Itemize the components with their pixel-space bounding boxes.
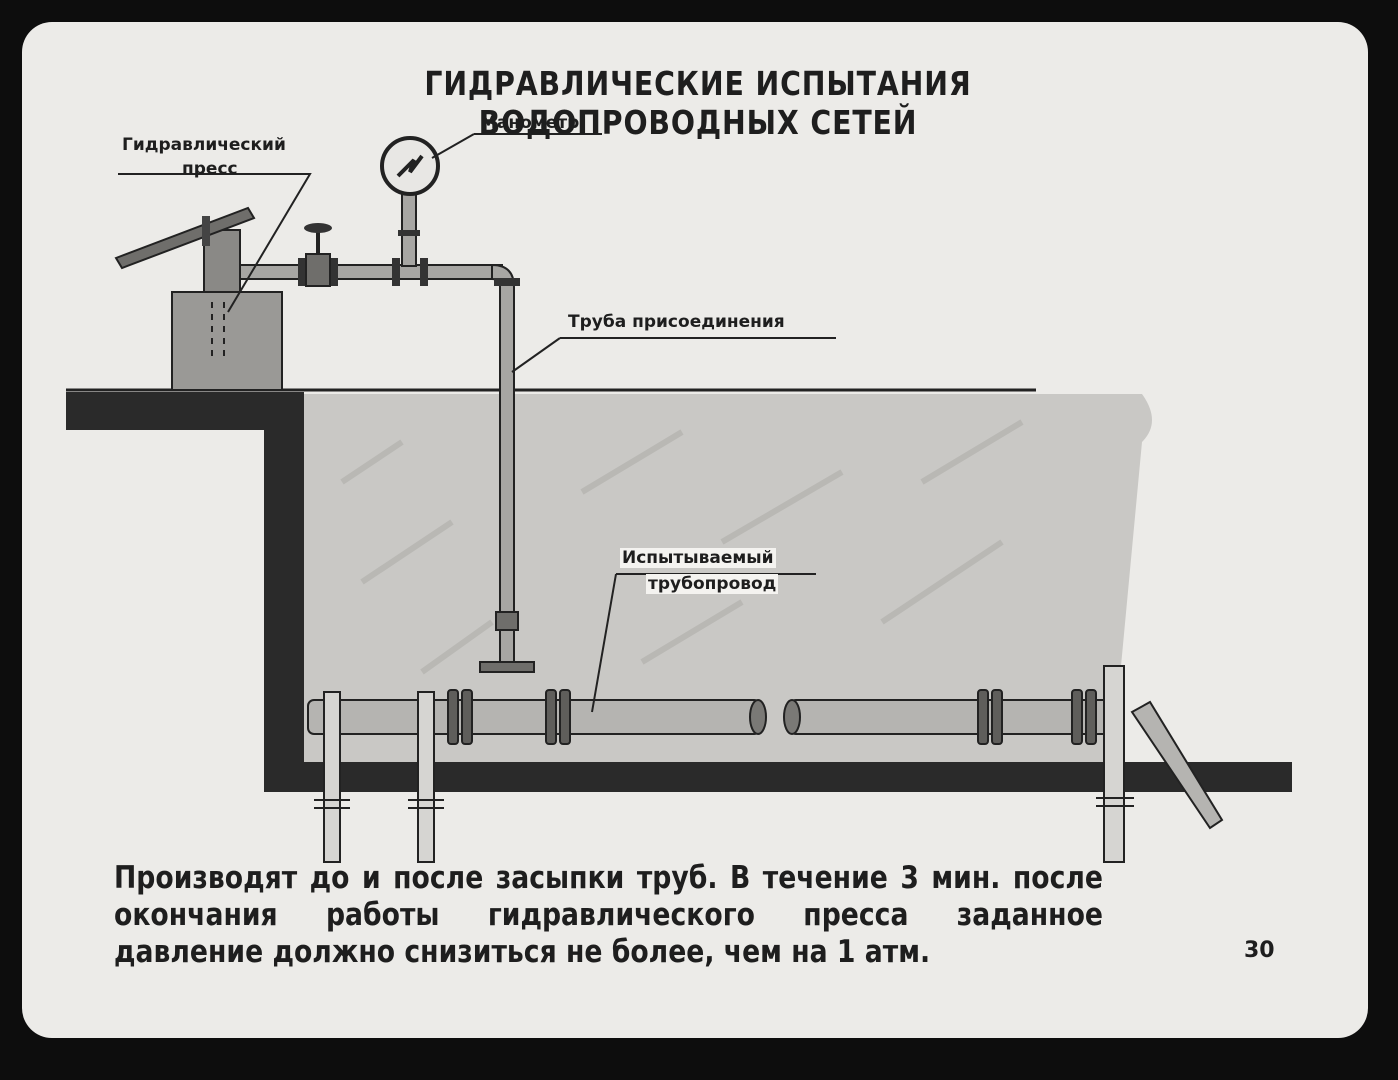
page-title: ГИДРАВЛИЧЕСКИЕ ИСПЫТАНИЯ ВОДОПРОВОДНЫХ С… bbox=[424, 64, 972, 142]
caption-text: Производят до и после засыпки труб. В те… bbox=[114, 860, 1103, 970]
soil-texture bbox=[340, 419, 1024, 675]
label-manometer: Манометр bbox=[480, 113, 580, 133]
label-press-line2: пресс bbox=[182, 159, 238, 179]
label-connection-pipe: Труба присоединения bbox=[568, 312, 785, 332]
label-tested-pipe-line1: Испытываемый bbox=[620, 548, 776, 568]
press-box bbox=[171, 291, 283, 391]
tested-pipe-left bbox=[307, 699, 761, 735]
end-strut bbox=[1130, 700, 1224, 830]
valve-handle bbox=[304, 223, 332, 233]
supports bbox=[323, 665, 1125, 863]
slide: ГИДРАВЛИЧЕСКИЕ ИСПЫТАНИЯ ВОДОПРОВОДНЫХ С… bbox=[22, 22, 1368, 1038]
top-pipe bbox=[239, 264, 503, 280]
page-number: 30 bbox=[1244, 938, 1275, 963]
valve-body bbox=[305, 253, 331, 287]
leader-lines bbox=[118, 133, 836, 713]
tested-pipe-right bbox=[789, 699, 1113, 735]
pipe-flanges bbox=[447, 689, 1097, 745]
label-press-line1: Гидравлический bbox=[122, 135, 286, 155]
label-tested-pipe-line2: трубопровод bbox=[646, 574, 779, 594]
